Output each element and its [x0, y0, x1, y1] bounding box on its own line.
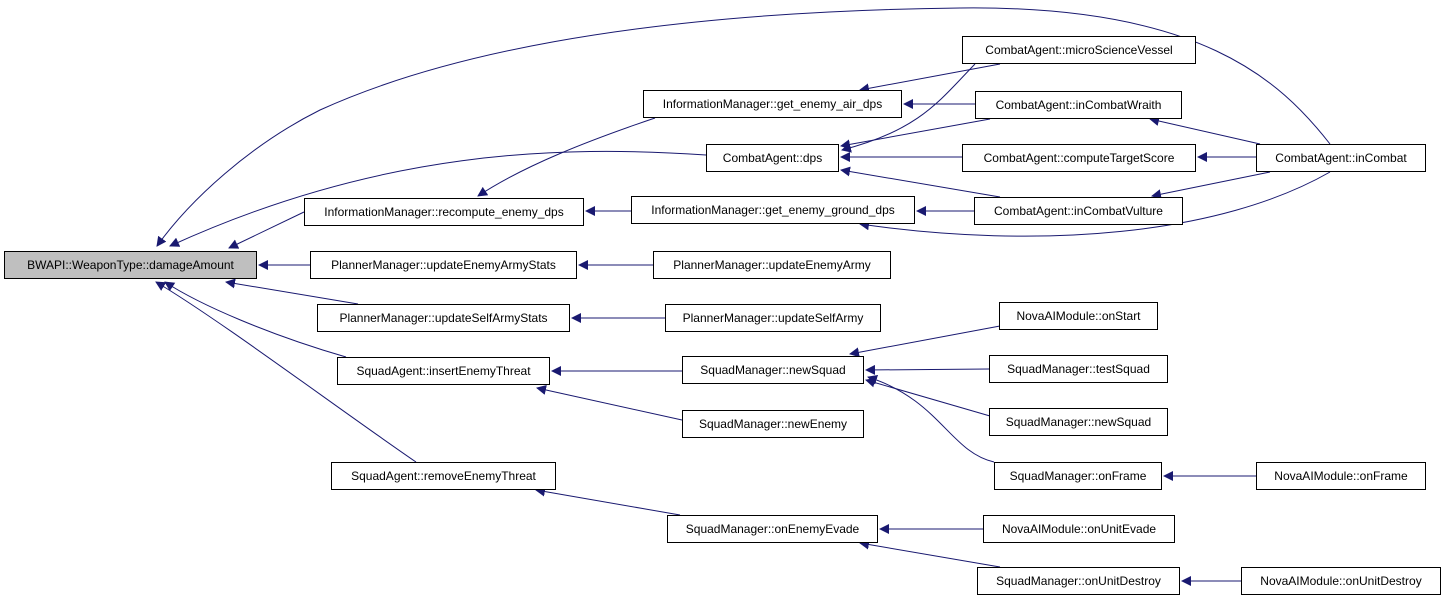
edge-insert-threat-to-damage	[164, 281, 347, 358]
node-test-squad[interactable]: SquadManager::testSquad	[989, 355, 1168, 383]
node-update-self-army-stats[interactable]: PlannerManager::updateSelfArmyStats	[317, 304, 570, 332]
node-damage-amount: BWAPI::WeaponType::damageAmount	[4, 251, 257, 279]
edge-new-squad-right-to-new-squad	[865, 377, 991, 417]
node-in-combat-vulture[interactable]: CombatAgent::inCombatVulture	[974, 197, 1183, 225]
node-nova-on-unit-destroy[interactable]: NovaAIModule::onUnitDestroy	[1241, 567, 1441, 595]
node-new-squad-right[interactable]: SquadManager::newSquad	[989, 408, 1168, 436]
node-update-enemy-army[interactable]: PlannerManager::updateEnemyArmy	[653, 251, 891, 279]
node-new-enemy[interactable]: SquadManager::newEnemy	[682, 410, 864, 438]
edge-new-enemy-to-insert	[536, 385, 683, 421]
node-in-combat[interactable]: CombatAgent::inCombat	[1256, 144, 1426, 172]
node-recompute-enemy-dps[interactable]: InformationManager::recompute_enemy_dps	[304, 198, 584, 226]
edge-vulture-to-combat-dps	[840, 166, 1001, 198]
edge-wraith-to-combat-dps	[840, 118, 991, 150]
edge-in-combat-to-wraith	[1149, 116, 1261, 145]
edge-in-combat-to-damage	[156, 7, 1331, 247]
node-combat-dps[interactable]: CombatAgent::dps	[706, 144, 839, 172]
node-update-enemy-army-stats[interactable]: PlannerManager::updateEnemyArmyStats	[310, 251, 577, 279]
edge-in-combat-to-vulture	[1151, 171, 1271, 200]
node-update-self-army[interactable]: PlannerManager::updateSelfArmy	[665, 304, 881, 332]
node-new-squad-mid[interactable]: SquadManager::newSquad	[682, 356, 864, 384]
node-nova-on-frame[interactable]: NovaAIModule::onFrame	[1256, 462, 1426, 490]
edge-on-frame-to-new-squad	[867, 374, 995, 463]
edge-combat-dps-to-damage	[169, 150, 707, 247]
node-insert-enemy-threat[interactable]: SquadAgent::insertEnemyThreat	[337, 357, 550, 385]
edge-remove-threat-to-damage	[155, 281, 417, 463]
edge-air-dps-to-recompute	[477, 117, 656, 197]
edge-on-start-to-new-squad	[849, 325, 1001, 358]
node-nova-on-unit-evade[interactable]: NovaAIModule::onUnitEvade	[983, 515, 1175, 543]
edge-on-enemy-evade-to-remove	[535, 486, 681, 516]
node-nova-on-start[interactable]: NovaAIModule::onStart	[999, 302, 1158, 330]
edge-micro-vessel-to-air	[859, 63, 1001, 94]
node-in-combat-wraith[interactable]: CombatAgent::inCombatWraith	[975, 91, 1182, 119]
edge-unit-destroy-to-enemy-evade	[859, 539, 1001, 568]
edge-in-combat-to-ground-dps	[859, 171, 1331, 237]
edge-recompute-to-damage	[228, 211, 305, 249]
node-remove-enemy-threat[interactable]: SquadAgent::removeEnemyThreat	[331, 462, 556, 490]
edge-micro-vessel-to-combat-dps	[841, 63, 976, 153]
node-micro-science-vessel[interactable]: CombatAgent::microScienceVessel	[962, 36, 1196, 64]
node-on-frame[interactable]: SquadManager::onFrame	[994, 462, 1162, 490]
edge-update-self-stats-to-damage	[225, 278, 359, 305]
node-get-enemy-ground-dps[interactable]: InformationManager::get_enemy_ground_dps	[631, 196, 915, 224]
edge-test-squad-to-new-squad	[865, 364, 990, 375]
node-on-enemy-evade[interactable]: SquadManager::onEnemyEvade	[667, 515, 878, 543]
node-get-enemy-air-dps[interactable]: InformationManager::get_enemy_air_dps	[643, 90, 902, 118]
node-compute-target-score[interactable]: CombatAgent::computeTargetScore	[962, 144, 1196, 172]
node-on-unit-destroy[interactable]: SquadManager::onUnitDestroy	[977, 567, 1180, 595]
